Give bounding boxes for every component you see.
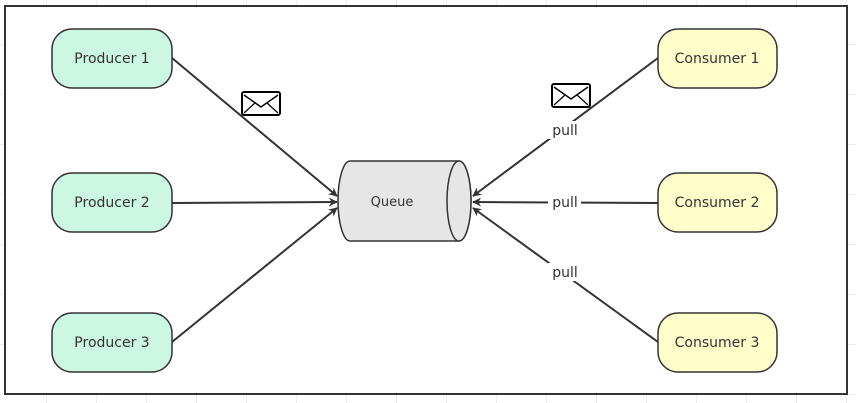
pull-label-3: pull bbox=[548, 263, 581, 281]
consumer-label: Consumer 2 bbox=[675, 195, 760, 211]
consumer-node-1[interactable]: Consumer 1 bbox=[657, 28, 778, 89]
edge-producer-2-queue bbox=[171, 197, 338, 207]
producer-label: Producer 1 bbox=[74, 51, 149, 67]
producer-label: Producer 2 bbox=[74, 195, 149, 211]
producer-node-1[interactable]: Producer 1 bbox=[51, 28, 173, 89]
svg-text:pull: pull bbox=[552, 195, 578, 211]
producer-node-2[interactable]: Producer 2 bbox=[51, 172, 173, 233]
consumer-label: Consumer 1 bbox=[675, 51, 760, 67]
queue-label: Queue bbox=[371, 195, 414, 210]
consumer-node-2[interactable]: Consumer 2 bbox=[657, 172, 778, 233]
svg-text:pull: pull bbox=[552, 123, 578, 139]
edge-producer-1-queue bbox=[171, 57, 338, 197]
edge-producer-3-queue bbox=[171, 207, 338, 343]
pull-label-1: pull bbox=[548, 121, 581, 139]
envelope-icon bbox=[551, 83, 591, 108]
producer-node-3[interactable]: Producer 3 bbox=[51, 312, 173, 373]
envelope-icon bbox=[241, 91, 281, 116]
consumer-label: Consumer 3 bbox=[675, 335, 760, 351]
svg-text:pull: pull bbox=[552, 265, 578, 281]
producer-label: Producer 3 bbox=[74, 335, 149, 351]
pull-label-2: pull bbox=[548, 193, 581, 211]
queue-node[interactable]: Queue bbox=[337, 160, 472, 242]
consumer-node-3[interactable]: Consumer 3 bbox=[657, 312, 778, 373]
